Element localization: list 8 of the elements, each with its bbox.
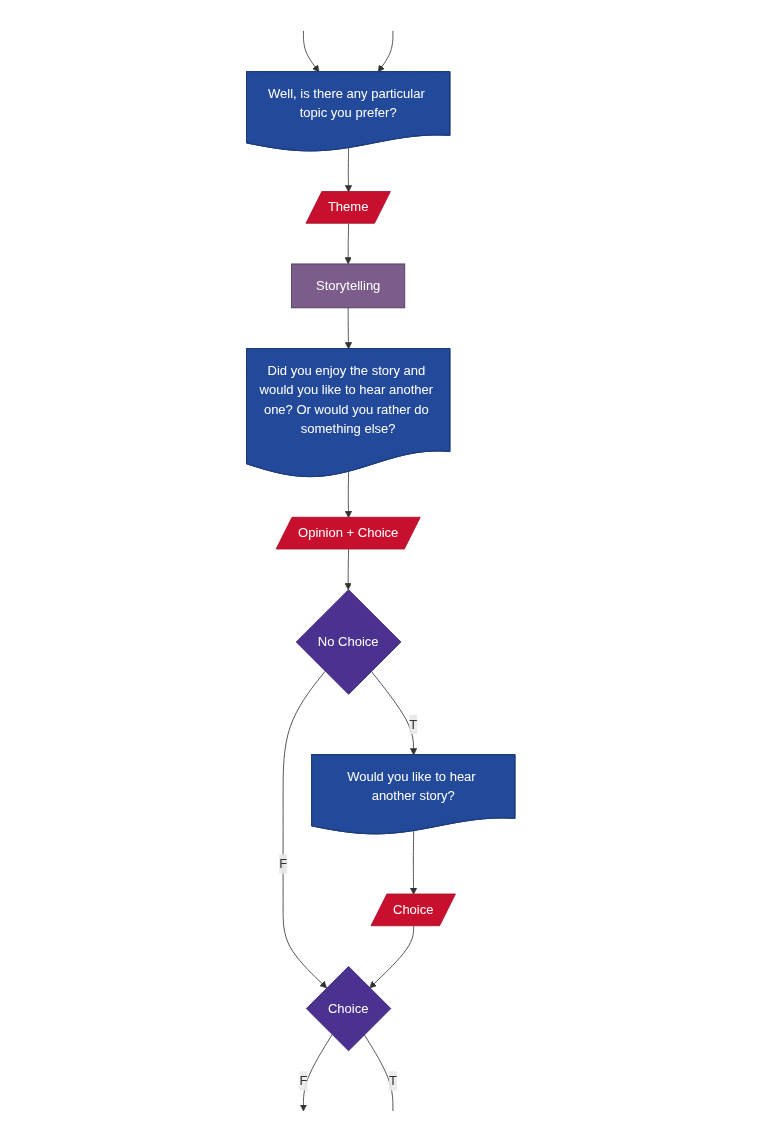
edge-label: F bbox=[279, 856, 288, 871]
node-diamond: Choice bbox=[306, 966, 392, 1052]
node-diamond: No Choice bbox=[296, 589, 402, 695]
connector bbox=[364, 1034, 394, 1112]
edge-label: T bbox=[409, 717, 418, 731]
edge-label: T bbox=[389, 1073, 398, 1088]
node-box: Storytelling bbox=[291, 263, 406, 309]
edge-label: F bbox=[299, 1073, 308, 1088]
